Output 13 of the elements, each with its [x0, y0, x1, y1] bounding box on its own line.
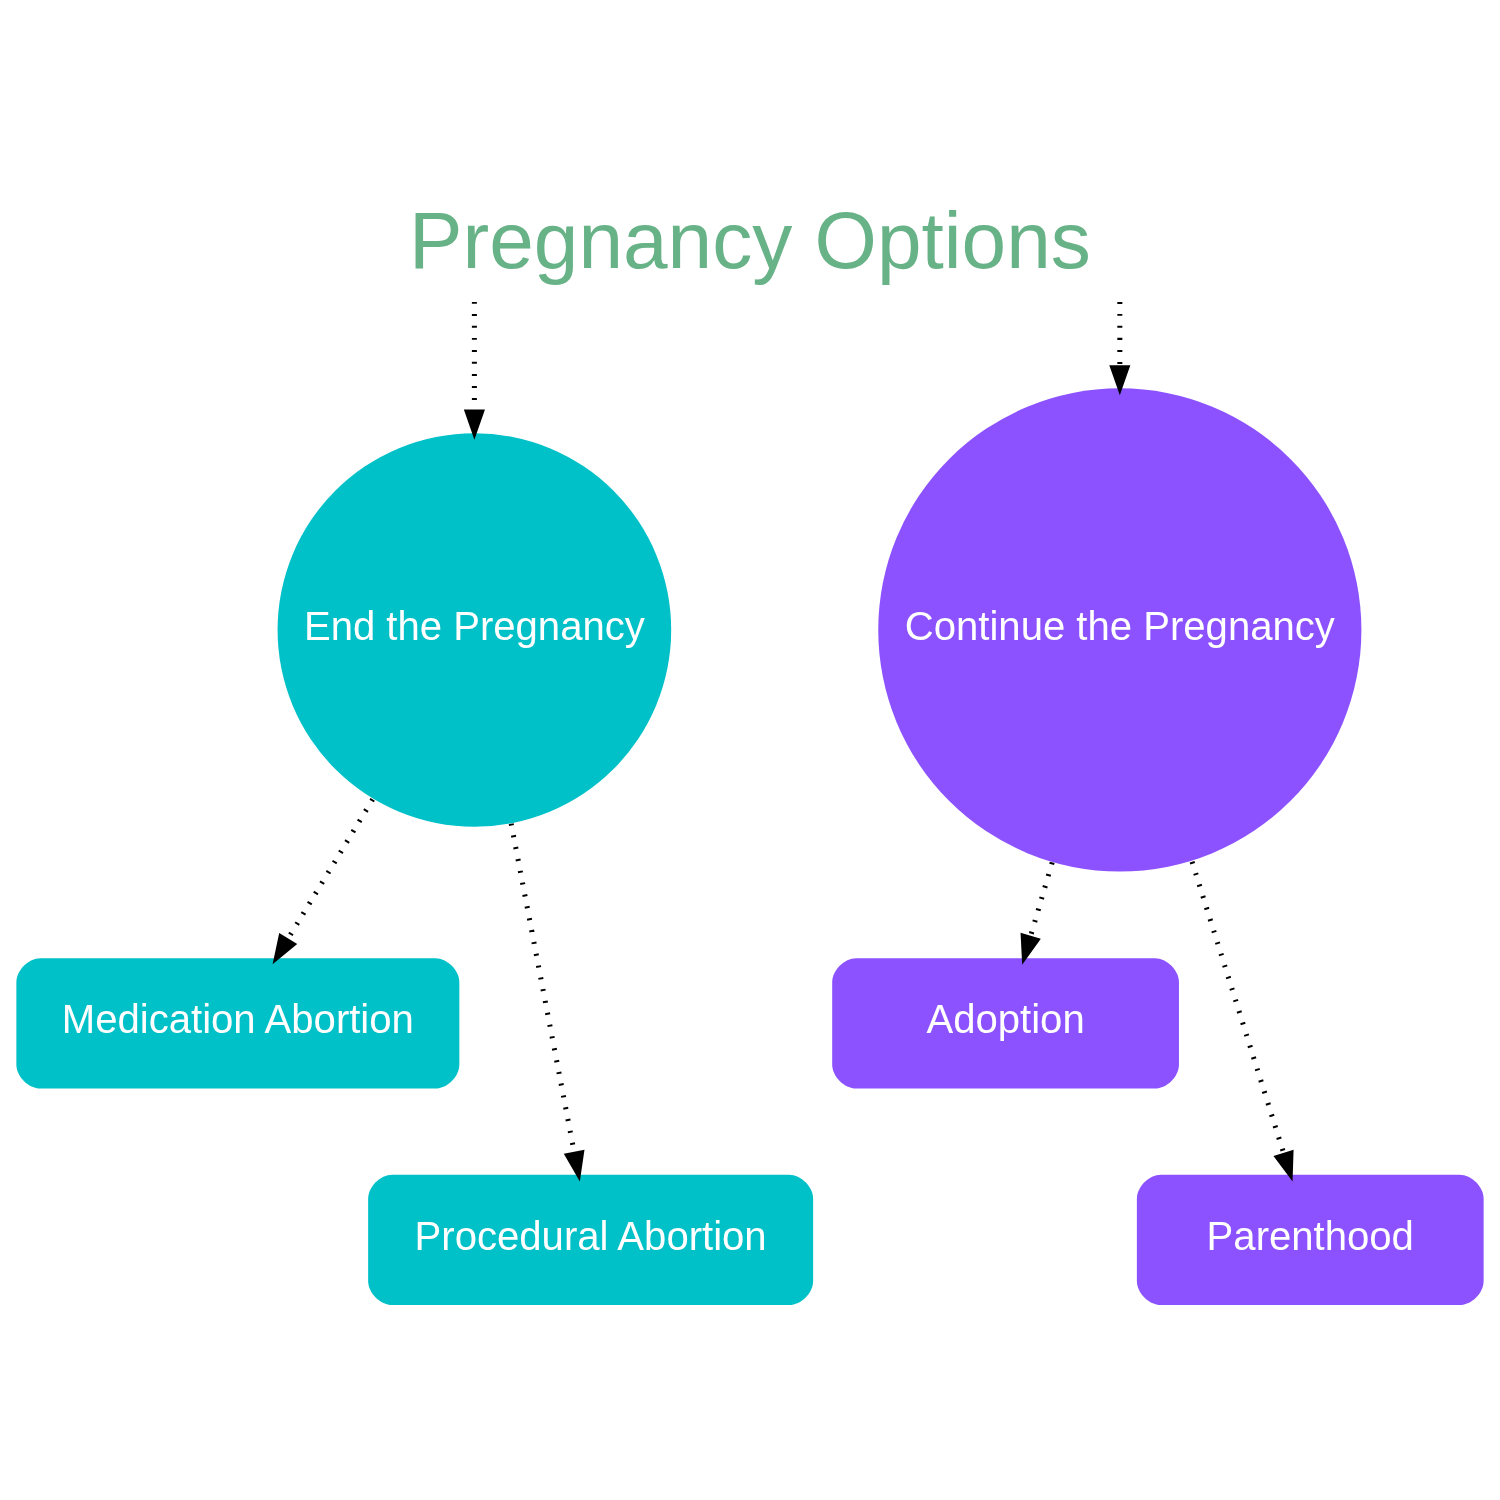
arrow	[1189, 860, 1294, 1182]
node-box: Parenthood	[1136, 1174, 1484, 1305]
arrow	[463, 301, 485, 440]
node-circle: End the Pregnancy	[277, 432, 672, 827]
node-circle: Continue the Pregnancy	[878, 387, 1362, 872]
arrow	[272, 797, 375, 964]
node-box: Adoption	[832, 957, 1179, 1088]
arrow	[508, 822, 585, 1181]
diagram-title: Pregnancy Options	[409, 194, 1091, 285]
node-box: Procedural Abortion	[368, 1174, 814, 1305]
node-box: Medication Abortion	[16, 957, 460, 1088]
arrow	[1109, 301, 1131, 395]
arrow	[1020, 861, 1055, 965]
